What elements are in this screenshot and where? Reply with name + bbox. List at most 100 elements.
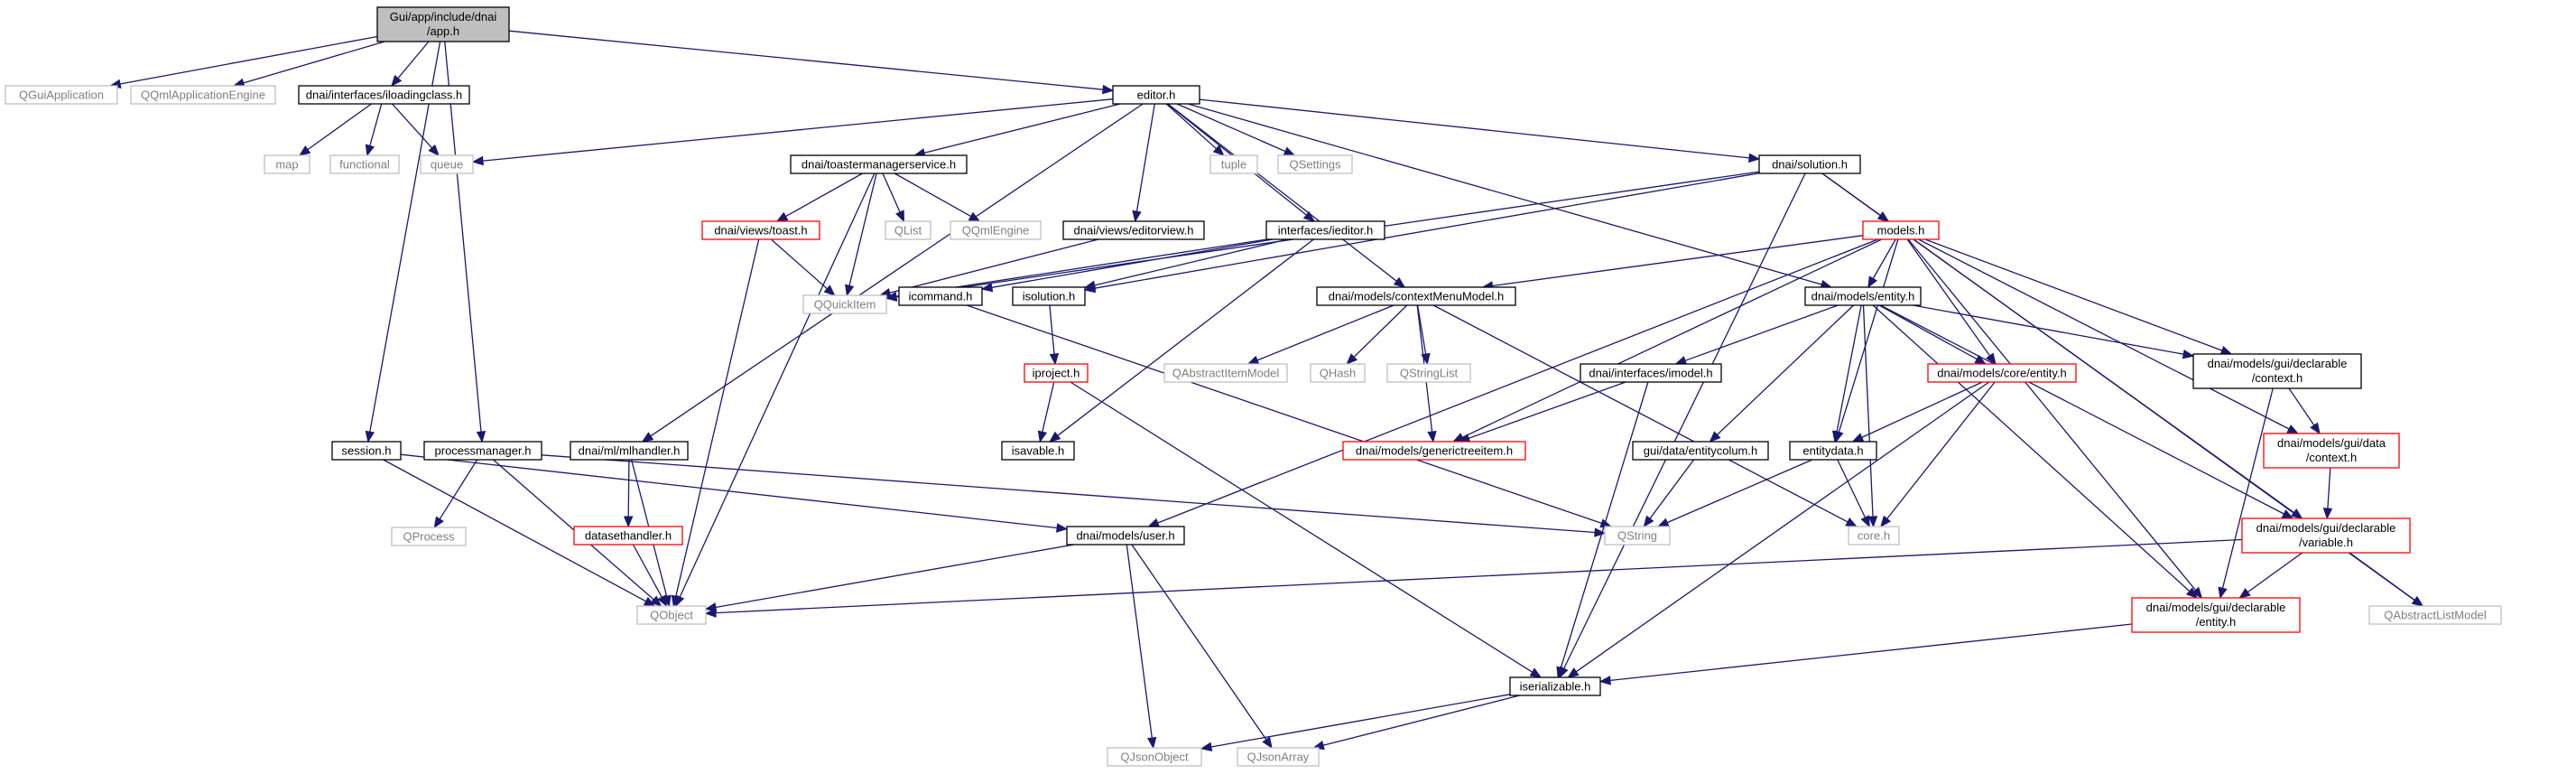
node-editorview[interactable]: dnai/views/editorview.h (1062, 220, 1205, 240)
edge-icommand-to-qstring (966, 304, 1613, 528)
node-entitydata[interactable]: entitydata.h (1789, 441, 1877, 461)
node-label: dnai/models/contextMenuModel.h (1329, 290, 1504, 303)
node-app[interactable]: Gui/app/include/dnai/app.h (376, 6, 510, 42)
node-isavable[interactable]: isavable.h (1001, 441, 1075, 461)
node-qabslist[interactable]: QAbstractListModel (2368, 605, 2502, 625)
edge-editor-to-ctxmenu (1167, 103, 1406, 288)
node-mentity[interactable]: dnai/models/entity.h (1804, 286, 1922, 306)
node-box (5, 85, 118, 105)
edge-dataset-to-qobject (632, 544, 668, 608)
node-editor[interactable]: editor.h (1112, 85, 1200, 105)
node-mlhandler[interactable]: dnai/ml/mlhandler.h (570, 441, 689, 461)
node-qlist[interactable]: QList (885, 220, 931, 240)
node-qprocess[interactable]: QProcess (391, 527, 467, 546)
node-declctx[interactable]: dnai/models/gui/declarable/context.h (2192, 353, 2362, 389)
node-label: editor.h (1137, 89, 1176, 102)
node-qquickitem[interactable]: QQuickItem (802, 294, 887, 314)
node-datactx[interactable]: dnai/models/gui/data/context.h (2263, 433, 2400, 469)
edge-iproject-to-iserial (1070, 381, 1543, 678)
node-tuple[interactable]: tuple (1209, 154, 1258, 174)
node-box (1163, 363, 1288, 383)
node-box (1632, 441, 1769, 461)
node-procmgr[interactable]: processmanager.h (423, 441, 542, 461)
node-qqmlengine[interactable]: QQmlEngine (950, 220, 1042, 240)
node-box (1604, 526, 1671, 546)
node-box (1927, 363, 2077, 383)
edge-declctx-to-declent (2218, 387, 2274, 600)
node-toast[interactable]: dnai/views/toast.h (701, 220, 820, 240)
edge-mentity-to-coreentity (1878, 304, 1988, 365)
node-box (2192, 353, 2362, 389)
node-models[interactable]: models.h (1862, 220, 1940, 240)
node-dataset[interactable]: datasethandler.h (573, 526, 683, 546)
node-label: QJsonObject (1120, 751, 1189, 764)
edge-declvar-to-qobject (704, 538, 2243, 618)
node-box (1804, 286, 1922, 306)
node-label: QString (1617, 529, 1657, 543)
edge-models-to-declvar (1913, 238, 2303, 519)
node-qguiapp[interactable]: QGuiApplication (5, 85, 118, 105)
node-entitycolum[interactable]: gui/data/entitycolum.h (1632, 441, 1769, 461)
edge-iserial-to-qjsonarray (1312, 695, 1520, 751)
node-qstringlist[interactable]: QStringList (1386, 363, 1471, 383)
node-icommand[interactable]: icommand.h (898, 286, 983, 306)
edge-entitycolum-to-qstring (1643, 459, 1695, 528)
node-map[interactable]: map (264, 154, 310, 174)
node-qsettings[interactable]: QSettings (1277, 154, 1353, 174)
node-solution[interactable]: dnai/solution.h (1758, 154, 1861, 174)
node-iserial[interactable]: iserializable.h (1509, 676, 1601, 696)
node-qqmlappeng[interactable]: QQmlApplicationEngine (130, 85, 276, 105)
node-qhash[interactable]: QHash (1310, 363, 1366, 383)
node-label: /app.h (427, 24, 459, 38)
node-box (950, 220, 1042, 240)
node-qobject[interactable]: QObject (636, 605, 707, 625)
edge-editor-to-mentity (1187, 103, 1833, 289)
node-label: /context.h (2252, 371, 2303, 385)
node-user[interactable]: dnai/models/user.h (1066, 526, 1185, 546)
node-functional[interactable]: functional (329, 154, 400, 174)
edge-editor-to-editorview (1132, 103, 1155, 223)
node-declent[interactable]: dnai/models/gui/declarable/entity.h (2131, 597, 2301, 633)
node-iproject[interactable]: iproject.h (1024, 363, 1089, 383)
node-box (1001, 441, 1075, 461)
edge-app-to-qqmlappeng (232, 41, 385, 88)
node-ctxmenu[interactable]: dnai/models/contextMenuModel.h (1316, 286, 1516, 306)
node-label: core.h (1858, 529, 1890, 543)
edge-models-to-mentity (1867, 238, 1896, 289)
node-toaster[interactable]: dnai/toastermanagerservice.h (790, 154, 968, 174)
node-box (2241, 518, 2411, 554)
node-imodel[interactable]: dnai/interfaces/imodel.h (1580, 363, 1722, 383)
node-iloading[interactable]: dnai/interfaces/iloadingclass.h (298, 85, 470, 105)
edge-iloading-to-map (298, 103, 372, 156)
node-core[interactable]: core.h (1848, 526, 1900, 546)
node-queue[interactable]: queue (420, 154, 474, 174)
edge-mentity-to-core (1862, 304, 1878, 528)
node-label: models.h (1877, 224, 1925, 238)
node-box (1310, 363, 1366, 383)
node-box (1012, 286, 1086, 306)
node-box (1758, 154, 1861, 174)
edge-imodel-to-iserial (1556, 381, 1649, 679)
edge-mentity-to-entitydata (1831, 304, 1862, 443)
node-qjsonarray[interactable]: QJsonArray (1237, 747, 1320, 767)
node-box (570, 441, 689, 461)
node-qjsonobject[interactable]: QJsonObject (1107, 747, 1202, 767)
node-declvar[interactable]: dnai/models/gui/declarable/variable.h (2241, 518, 2411, 554)
node-coreentity[interactable]: dnai/models/core/entity.h (1927, 363, 2077, 383)
node-box (1848, 526, 1900, 546)
node-ieditor[interactable]: interfaces/ieditor.h (1265, 220, 1385, 240)
node-box (391, 527, 467, 546)
node-box (1024, 363, 1089, 383)
node-isolution[interactable]: isolution.h (1012, 286, 1086, 306)
node-qabsitem[interactable]: QAbstractItemModel (1163, 363, 1288, 383)
node-box (1789, 441, 1877, 461)
node-label: QObject (650, 609, 693, 622)
node-session[interactable]: session.h (331, 441, 402, 461)
edge-ieditor-to-isolution (1083, 238, 1288, 290)
node-generictree[interactable]: dnai/models/generictreeitem.h (1342, 441, 1526, 461)
node-box (2263, 433, 2400, 469)
node-label: dnai/solution.h (1772, 158, 1848, 172)
node-label: processmanager.h (435, 444, 532, 458)
node-qstring[interactable]: QString (1604, 526, 1671, 546)
